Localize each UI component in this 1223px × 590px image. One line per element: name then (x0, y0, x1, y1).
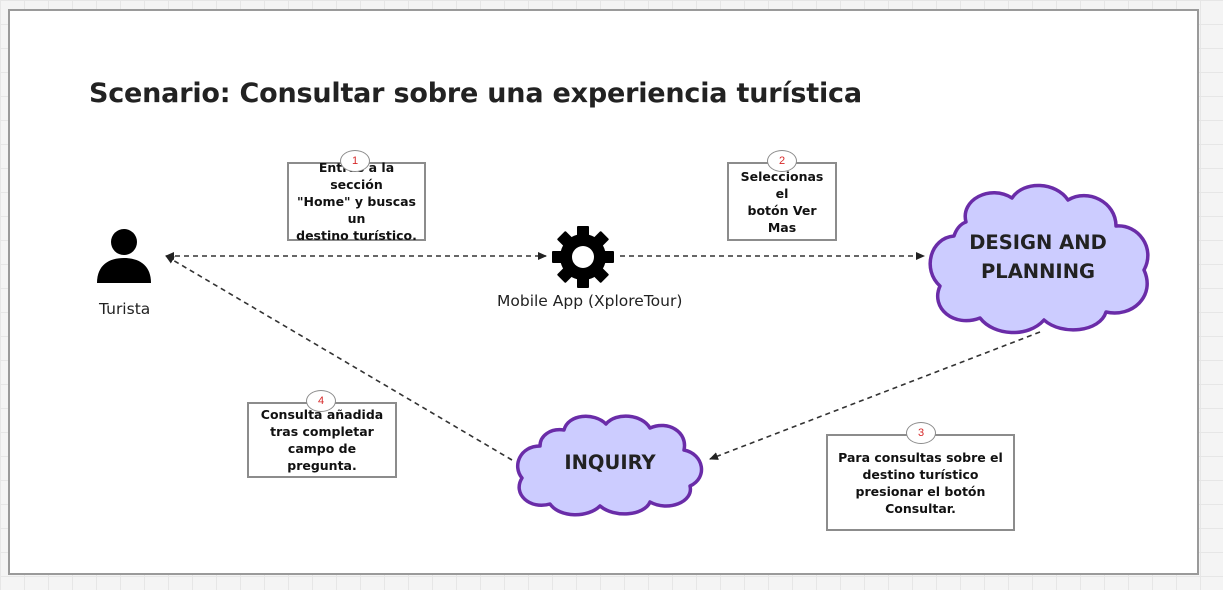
cloud-design-line: DESIGN AND (969, 231, 1107, 254)
step-3-line: Para consultas sobre el (838, 449, 1003, 465)
step-note-1: Entras a la sección "Home" y buscas un d… (287, 160, 426, 243)
step-3-line: destino turístico (862, 466, 979, 482)
step-badge-3: 3 (906, 422, 936, 444)
system-label: Mobile App (XploreTour) (497, 292, 683, 310)
step-2-line: Mas (767, 219, 797, 235)
cloud-design-line: PLANNING (980, 260, 1096, 283)
step-1-line: Entras a la sección (318, 160, 395, 192)
actor-label: Turista (99, 300, 151, 318)
step-badge-2: 2 (767, 150, 797, 172)
connector-design-inquiry (709, 331, 1041, 460)
step-4-line: Consulta añadida (260, 407, 384, 422)
cloud-design-label: DESIGN AND PLANNING (956, 228, 1120, 286)
system-mobile-app[interactable] (548, 222, 618, 292)
step-4-line: campo de pregunta. (287, 441, 357, 473)
gear-icon (552, 226, 614, 288)
cloud-design-and-planning[interactable] (920, 178, 1156, 336)
step-1-line: destino turístico. (296, 228, 417, 243)
step-2-line: botón Ver (747, 202, 817, 218)
step-1-line: "Home" y buscas un (296, 194, 416, 226)
step-badge-4: 4 (306, 390, 336, 412)
step-3-line: presionar el botón (855, 483, 986, 499)
step-note-3: Para consultas sobre el destino turístic… (826, 434, 1015, 531)
step-badge-1: 1 (340, 150, 370, 172)
connector-inquiry-actor (165, 255, 513, 461)
step-3-line: Consultar. (885, 500, 956, 516)
step-note-2: Seleccionas el botón Ver Mas (727, 162, 837, 241)
actor-tourist[interactable] (85, 217, 163, 295)
cloud-inquiry-label: INQUIRY (564, 451, 656, 474)
cloud-inquiry[interactable] (508, 406, 712, 518)
step-2-line: Seleccionas el (740, 168, 824, 201)
step-4-line: tras completar (270, 424, 374, 439)
step-note-4: Consulta añadida tras completar campo de… (247, 402, 397, 478)
diagram-title: Scenario: Consultar sobre una experienci… (89, 78, 862, 109)
person-icon (97, 229, 151, 283)
